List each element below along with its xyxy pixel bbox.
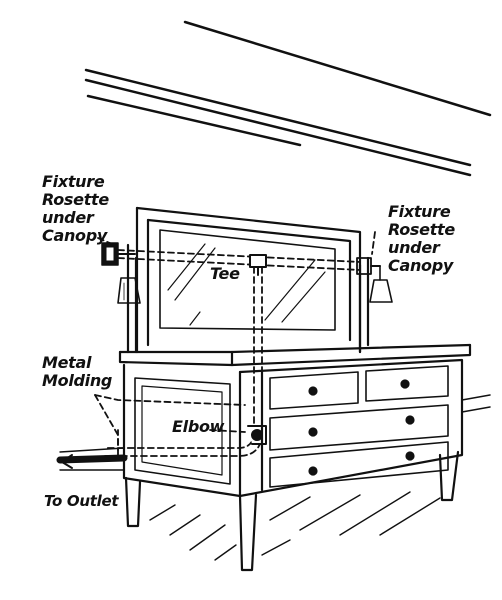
mirror-frame bbox=[126, 206, 370, 354]
dresser-body bbox=[122, 358, 464, 498]
fixture-right-line4: Canopy bbox=[388, 256, 454, 275]
to-outlet-arrow bbox=[61, 454, 89, 469]
fixture-right-line2: Rosette bbox=[388, 220, 455, 239]
right-fixture bbox=[356, 257, 393, 303]
fixture-left-line1: Fixture bbox=[42, 172, 105, 191]
metal-molding-label: Metal Molding bbox=[42, 354, 112, 390]
elbow-fitting bbox=[247, 425, 267, 445]
to-outlet-label: To Outlet bbox=[44, 492, 119, 510]
ceiling-molding bbox=[84, 20, 492, 177]
elbow-label: Elbow bbox=[172, 418, 224, 436]
dresser-top bbox=[118, 343, 472, 367]
floor-shading bbox=[149, 491, 441, 561]
metal-molding-line2: Molding bbox=[42, 371, 113, 390]
fixture-left-line2: Rosette bbox=[42, 190, 109, 209]
dresser-legs bbox=[124, 450, 460, 572]
fixture-left-line3: under bbox=[42, 208, 94, 227]
left-fixture bbox=[101, 242, 141, 304]
fixture-left-label: Fixture Rosette under Canopy bbox=[42, 173, 109, 245]
metal-molding-line1: Metal bbox=[42, 353, 92, 372]
tee-label-text: Tee bbox=[210, 264, 240, 283]
tee-label: Tee bbox=[210, 265, 240, 283]
fixture-right-line1: Fixture bbox=[388, 202, 451, 221]
fixture-left-line4: Canopy bbox=[42, 226, 108, 245]
to-outlet-label-text: To Outlet bbox=[44, 492, 119, 510]
elbow-label-text: Elbow bbox=[172, 417, 225, 436]
tee-fitting bbox=[249, 254, 267, 276]
metal-molding-strip bbox=[56, 394, 491, 471]
fixture-right-line3: under bbox=[388, 238, 440, 257]
fixture-right-label: Fixture Rosette under Canopy bbox=[388, 203, 455, 275]
